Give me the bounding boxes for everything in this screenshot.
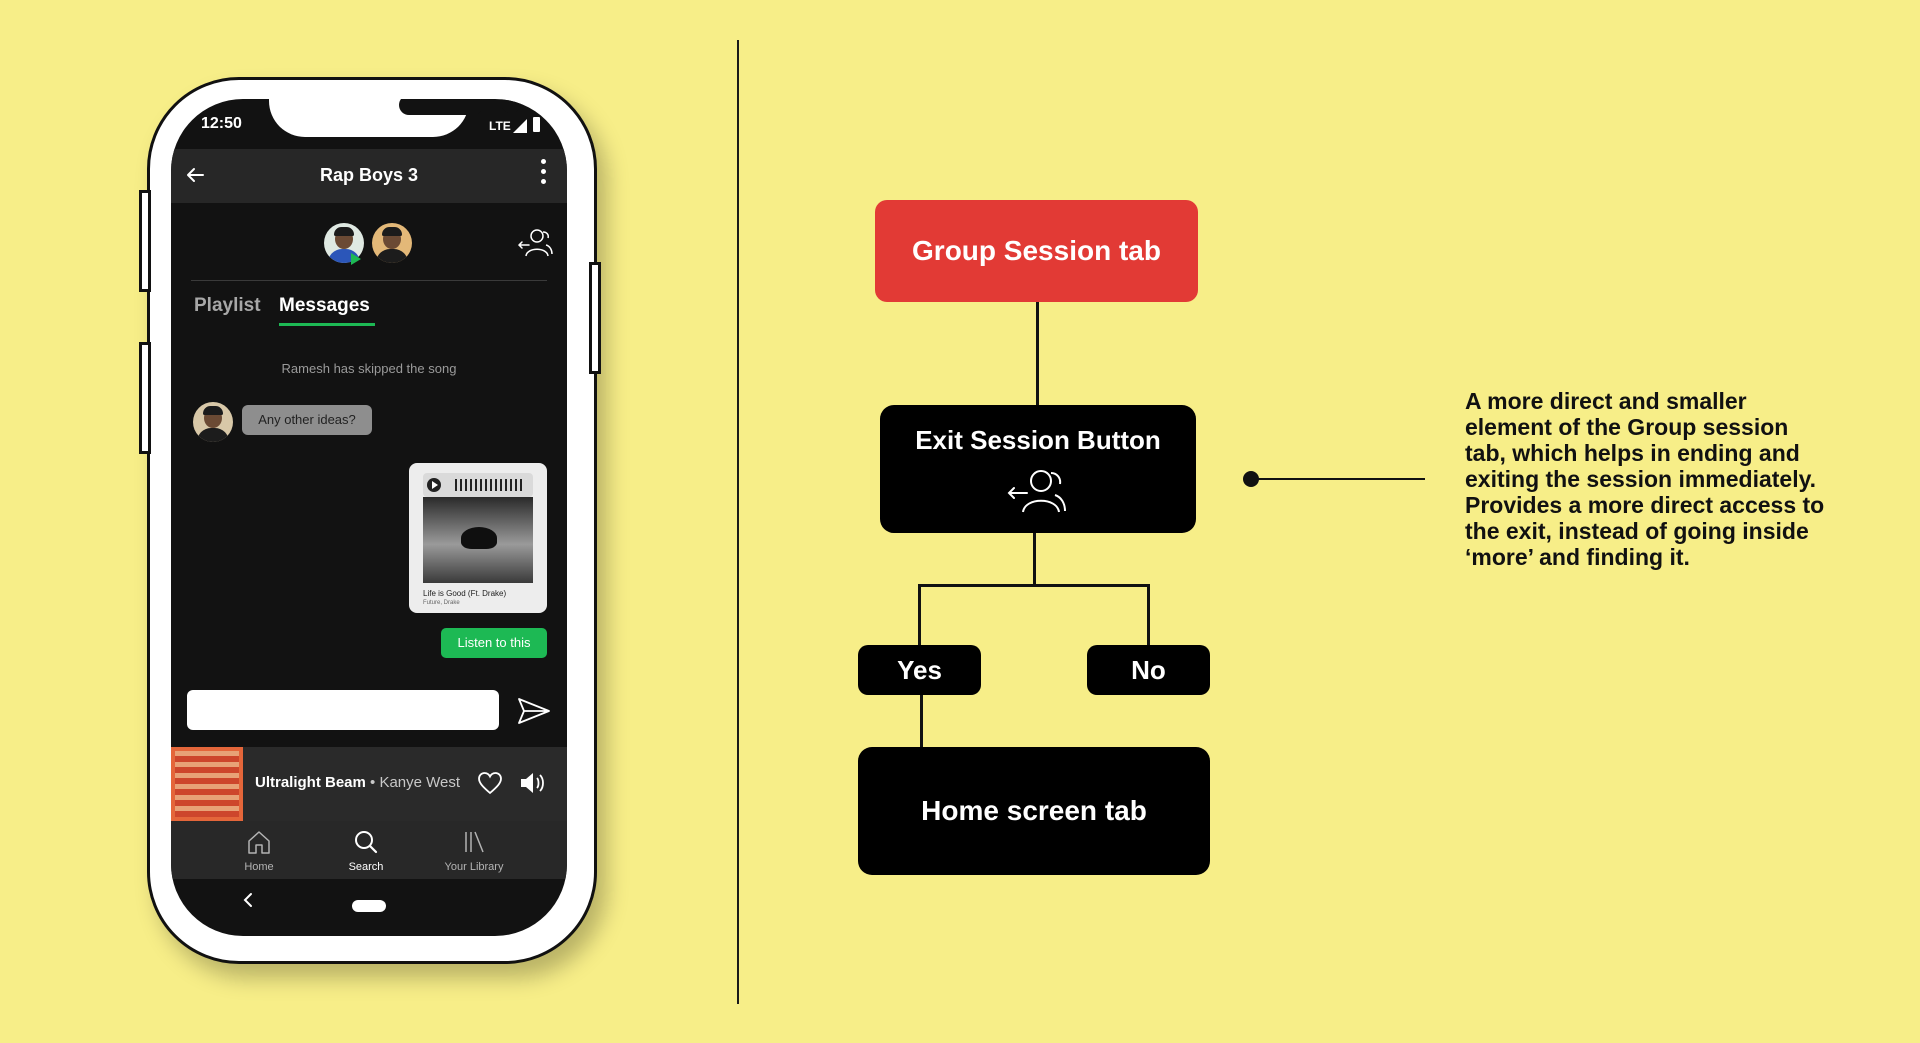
front-camera <box>501 99 521 113</box>
system-message: Ramesh has skipped the song <box>281 361 457 376</box>
annotation-line: tab, which helps in ending and <box>1465 440 1800 466</box>
annotation-line: exiting the session immediately. <box>1465 466 1817 492</box>
node-home-screen-tab: Home screen tab <box>858 747 1210 875</box>
exit-session-icon <box>1007 470 1066 513</box>
annotation-text: A more direct and smaller element of the… <box>1465 388 1885 570</box>
heart-icon[interactable] <box>477 771 503 795</box>
search-icon <box>355 831 378 854</box>
spotify-code-icon <box>455 479 525 491</box>
shared-song-card[interactable]: Life is Good (Ft. Drake) Future, Drake <box>409 463 547 613</box>
annotation-pointer-line <box>1251 478 1425 480</box>
app-bar: Rap Boys 3 <box>171 149 567 203</box>
now-playing-separator: • <box>365 774 380 791</box>
system-back-icon[interactable] <box>241 891 255 909</box>
participant-avatar[interactable] <box>372 223 412 263</box>
system-home-pill[interactable] <box>352 900 386 912</box>
album-art <box>423 497 533 583</box>
connector-line <box>1036 302 1039 405</box>
status-network: LTE <box>489 119 511 133</box>
sent-message: Listen to this <box>441 628 547 658</box>
connector-line <box>1033 533 1036 586</box>
back-arrow-icon[interactable] <box>183 163 207 187</box>
shared-song-artist: Future, Drake <box>423 600 460 606</box>
now-playing-bar[interactable]: Ultralight Beam • Kanye West <box>171 747 567 821</box>
node-no: No <box>1087 645 1210 695</box>
now-playing-track: Ultralight Beam <box>255 774 366 791</box>
send-icon[interactable] <box>517 696 551 726</box>
connector-line <box>918 584 1150 587</box>
nav-library[interactable]: Your Library <box>419 821 529 879</box>
playing-indicator-icon <box>351 253 361 265</box>
shared-song-title: Life is Good (Ft. Drake) <box>423 589 507 598</box>
play-icon[interactable] <box>427 478 441 492</box>
sender-avatar <box>193 402 233 442</box>
received-message: Any other ideas? <box>242 405 372 435</box>
message-input[interactable] <box>187 690 499 730</box>
node-yes: Yes <box>858 645 981 695</box>
phone-screen: 12:50 LTE Rap Boys 3 Playlist Messages R… <box>171 99 567 936</box>
annotation-line: Provides a more direct access to <box>1465 492 1825 518</box>
node-exit-session-button: Exit Session Button <box>880 405 1196 533</box>
page-title: Rap Boys 3 <box>319 165 419 185</box>
tab-messages[interactable]: Messages <box>279 295 370 316</box>
vertical-divider <box>737 40 739 1004</box>
home-icon <box>248 831 270 854</box>
phone-side-button <box>139 190 151 292</box>
node-exit-session-label: Exit Session Button <box>915 425 1161 455</box>
song-preview-bar <box>423 473 533 497</box>
nav-home[interactable]: Home <box>204 821 314 879</box>
library-icon <box>465 831 484 853</box>
annotation-line: the exit, instead of going inside <box>1465 518 1809 544</box>
divider <box>191 280 547 281</box>
annotation-line: A more direct and smaller <box>1465 388 1747 414</box>
node-group-session-tab: Group Session tab <box>875 200 1198 302</box>
kebab-menu-icon[interactable] <box>539 159 547 189</box>
tab-playlist[interactable]: Playlist <box>194 295 261 316</box>
speaker-grille <box>399 99 483 115</box>
connector-line <box>1147 584 1150 645</box>
notch <box>269 99 521 137</box>
phone-side-button <box>589 262 601 374</box>
nav-home-label: Home <box>244 861 274 873</box>
connector-line <box>918 584 921 645</box>
signal-icon <box>513 119 527 133</box>
now-playing-text: Ultralight Beam • Kanye West <box>255 774 460 791</box>
annotation-line: element of the Group session <box>1465 414 1789 440</box>
speaker-icon[interactable] <box>519 771 547 795</box>
nav-search-label: Search <box>348 861 384 873</box>
now-playing-artist: Kanye West <box>379 774 461 791</box>
exit-session-icon[interactable] <box>517 227 553 259</box>
active-tab-indicator <box>279 323 375 326</box>
connector-line <box>920 695 923 747</box>
battery-icon <box>533 117 540 132</box>
status-time: 12:50 <box>201 115 242 132</box>
bottom-navigation: Home Search Your Library <box>171 821 567 879</box>
nav-search[interactable]: Search <box>311 821 421 879</box>
nav-library-label: Your Library <box>444 861 504 873</box>
now-playing-album-art <box>171 747 243 821</box>
annotation-line: ‘more’ and finding it. <box>1465 544 1690 570</box>
phone-side-button <box>139 342 151 454</box>
